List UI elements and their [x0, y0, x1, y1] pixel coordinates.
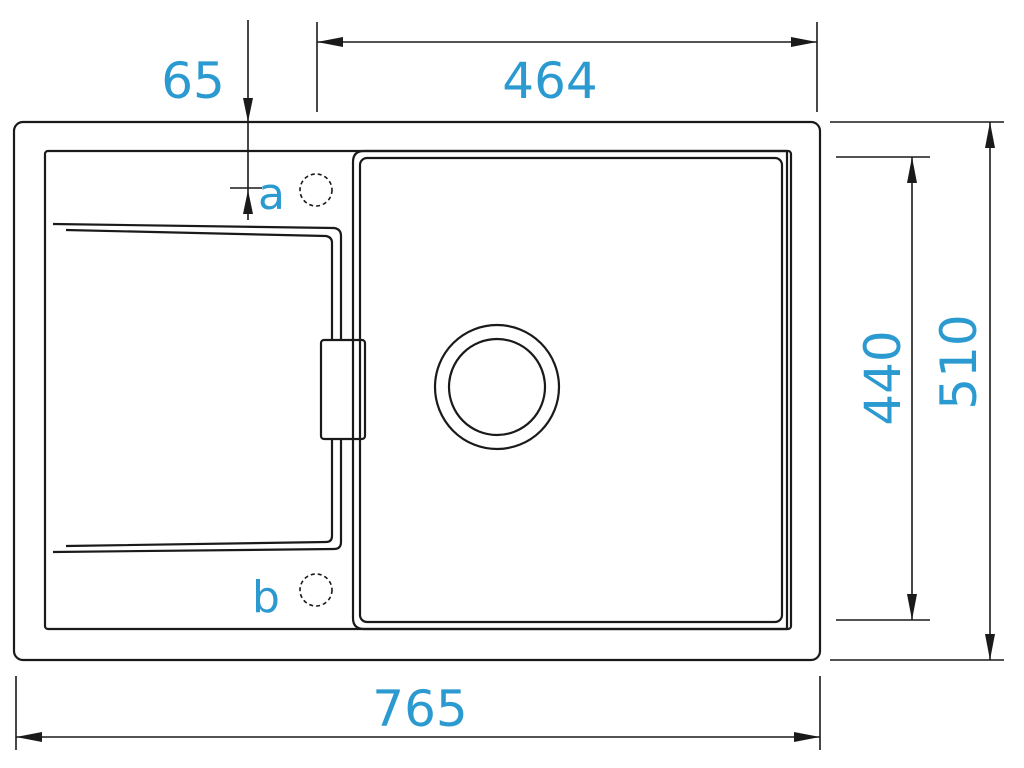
dimension-440-arrow-top	[907, 157, 917, 183]
dimension-765-label: 765	[372, 680, 467, 738]
dimension-65-arrow-down	[243, 98, 253, 122]
bowl-inner-edge	[358, 156, 784, 624]
tap-hole-a-circle	[299, 173, 333, 207]
overflow-connector	[319, 338, 367, 441]
drain-inner-ring	[447, 337, 547, 437]
tap-hole-b-circle	[299, 573, 333, 607]
dimension-65: 65	[161, 20, 262, 220]
drain-outer-ring	[433, 323, 561, 451]
dimension-440-arrow-bottom	[907, 594, 917, 620]
tap-hole-b-label: b	[252, 572, 280, 623]
sink-body	[12, 120, 822, 662]
dimension-510-arrow-bottom	[985, 634, 995, 660]
dimension-510-label: 510	[930, 314, 988, 409]
dimension-464-label: 464	[502, 52, 597, 110]
dimension-65-label: 65	[161, 52, 225, 110]
tap-hole-a-label: a	[258, 169, 285, 220]
sink-outer-rim	[12, 120, 822, 662]
dimension-464-arrow-left	[317, 37, 343, 47]
dimension-65-arrow-up	[243, 190, 253, 214]
dimension-510: 510	[830, 121, 1004, 661]
dimension-464-arrow-right	[791, 37, 817, 47]
dimension-765-arrow-right	[794, 732, 820, 742]
bowl-outer-edge	[351, 149, 789, 631]
dimension-510-arrow-top	[985, 122, 995, 148]
dimension-464: 464	[316, 22, 818, 112]
dimension-440-label: 440	[854, 330, 912, 425]
tap-hole-a: a	[258, 169, 333, 220]
tap-hole-b: b	[252, 572, 333, 623]
drainboard-inner-edge	[65, 228, 334, 548]
dimension-440: 440	[836, 156, 930, 621]
drainboard-outer-edge	[52, 222, 343, 554]
sink-inner-rim	[43, 149, 793, 631]
dimension-765: 765	[15, 676, 821, 750]
dimension-765-arrow-left	[16, 732, 42, 742]
